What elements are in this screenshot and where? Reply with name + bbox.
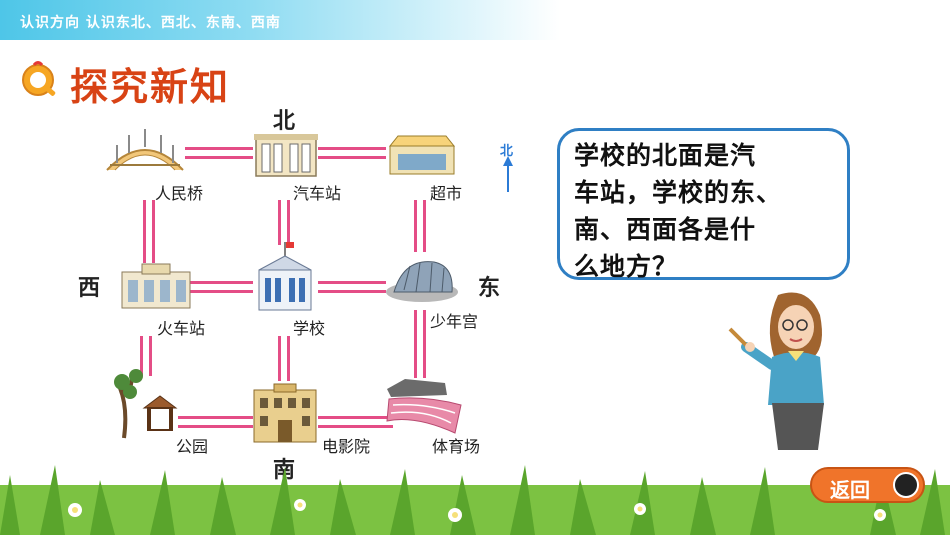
direction-north: 北 <box>273 109 296 134</box>
place-label-train-station: 火车站 <box>157 319 206 338</box>
place-label-supermarket: 超市 <box>430 184 463 203</box>
bubble-line-2: 车站，学校的东、 <box>574 178 783 207</box>
back-q-icon <box>893 472 919 498</box>
school-illustration <box>258 242 312 311</box>
place-label-cinema: 电影院 <box>322 437 371 456</box>
place-label-park: 公园 <box>176 437 209 456</box>
direction-south: 南 <box>273 458 296 483</box>
road-bottom-right <box>318 416 393 428</box>
map-diagram: 北 南 东 西 人民桥 汽车站 超市 火车站 <box>78 109 514 483</box>
road-left-top <box>143 200 155 263</box>
youth-palace-illustration <box>386 261 458 302</box>
speech-bubble: 学校的北面是汽 车站，学校的东、 南、西面各是什 么地方？ <box>557 128 850 281</box>
magnifier-q-icon <box>22 61 56 96</box>
bridge-illustration <box>106 129 184 171</box>
direction-west: 西 <box>78 276 101 301</box>
place-label-youth-palace: 少年宫 <box>430 312 479 331</box>
road-top-left <box>185 147 253 159</box>
road-top-right <box>318 147 386 159</box>
back-button[interactable]: 返回 <box>810 467 925 503</box>
cinema-illustration <box>253 383 317 443</box>
header-bar: 认识方向 认识东北、西北、东南、西南 <box>0 0 950 40</box>
bubble-line-1: 学校的北面是汽 <box>574 141 757 170</box>
bus-station-illustration <box>254 134 318 177</box>
road-mid-right <box>318 281 386 293</box>
direction-east: 东 <box>478 276 501 301</box>
breadcrumb: 认识方向 认识东北、西北、东南、西南 <box>20 15 281 31</box>
bubble-line-3: 南、西面各是什 <box>574 215 757 244</box>
stadium-illustration <box>386 379 462 434</box>
place-label-bus-station: 汽车站 <box>293 184 342 203</box>
road-bottom-left <box>178 416 253 428</box>
teacher-illustration <box>728 292 824 450</box>
header-gradient <box>0 0 560 40</box>
back-button-label: 返回 <box>830 478 870 502</box>
grass-decoration <box>0 465 950 535</box>
place-label-stadium: 体育场 <box>432 437 481 456</box>
park-illustration <box>114 369 178 439</box>
supermarket-illustration <box>388 135 456 175</box>
road-center-bottom <box>278 336 290 381</box>
road-left-bottom <box>140 336 152 376</box>
section-title: 探究新知 <box>70 65 231 109</box>
train-station-illustration <box>121 263 191 309</box>
place-label-bridge: 人民桥 <box>155 184 204 203</box>
road-right-bottom <box>414 310 426 378</box>
place-label-school: 学校 <box>293 319 326 338</box>
north-arrow-icon <box>503 156 513 192</box>
road-mid-left <box>188 281 253 293</box>
bubble-line-4: 么地方？ <box>574 252 679 281</box>
north-arrow-label: 北 <box>500 144 514 159</box>
road-center-top <box>278 200 290 245</box>
road-right-top <box>414 200 426 252</box>
